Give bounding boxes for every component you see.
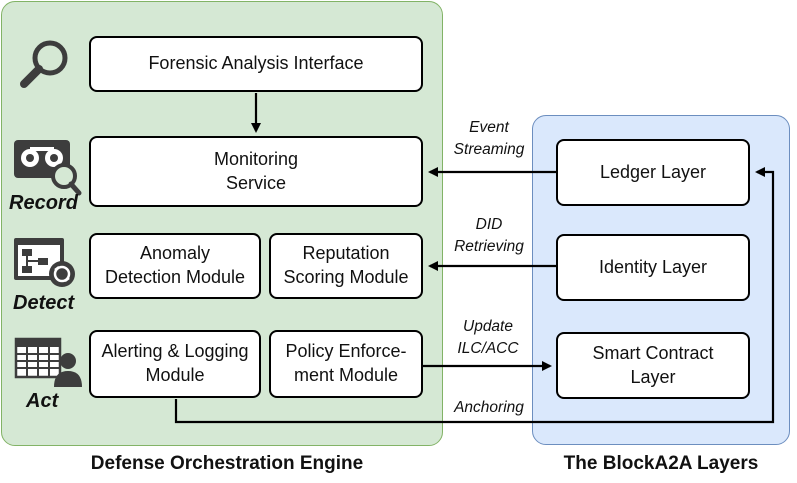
update-ilc-acc-label: Update ILC/ACC [457,318,519,358]
did-retrieving-label: DID Retrieving [454,216,524,256]
defense-orchestration-engine-caption: Defense Orchestration Engine [90,453,364,474]
monitoring-service-label: Monitoring Service [213,148,299,193]
ledger-layer-label: Ledger Layer [599,161,707,182]
blocka2a-layers-caption: The BlockA2A Layers [563,453,759,474]
smart-contract-layer-box: Smart Contract Layer [556,332,750,399]
detect-network-icon [14,238,75,287]
anomaly-detection-module-label: Anomaly Detection Module [104,243,246,287]
act-stage-label: Act [26,390,59,412]
smart-contract-layer-label: Smart Contract Layer [592,342,714,387]
detect-stage-label: Detect [13,292,75,314]
magnifier-icon [20,40,68,88]
identity-layer-label: Identity Layer [598,256,708,277]
record-camera-icon [14,140,82,196]
event-streaming-label: Event Streaming [453,119,525,159]
forensic-analysis-interface-box: Forensic Analysis Interface [89,36,423,92]
monitoring-service-box: Monitoring Service [89,136,423,207]
anchoring-label: Anchoring [454,399,524,416]
reputation-scoring-module-label: Reputation Scoring Module [283,243,409,287]
identity-layer-box: Identity Layer [556,234,750,301]
record-stage-label: Record [9,192,78,214]
alerting-logging-module-box: Alerting & Logging Module [89,330,261,398]
alerting-logging-module-label: Alerting & Logging Module [101,341,249,385]
anomaly-detection-module-box: Anomaly Detection Module [89,233,261,299]
reputation-scoring-module-box: Reputation Scoring Module [269,233,423,299]
policy-enforcement-module-box: Policy Enforce- ment Module [269,330,423,398]
policy-enforcement-module-label: Policy Enforce- ment Module [285,341,407,385]
forensic-analysis-interface-label: Forensic Analysis Interface [148,53,364,74]
act-user-table-icon [14,337,82,387]
ledger-layer-box: Ledger Layer [556,139,750,206]
